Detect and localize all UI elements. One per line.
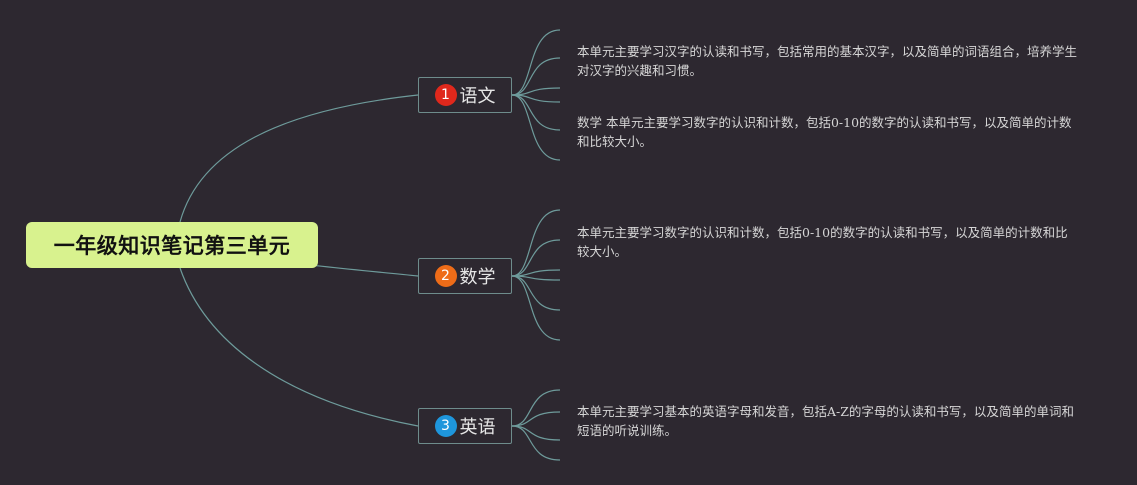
topic-node-math[interactable]: 2 数学	[418, 258, 512, 294]
badge-number: 3	[441, 418, 450, 434]
link-root-chinese	[179, 94, 419, 223]
math-branch-4	[511, 275, 561, 281]
note-math-1[interactable]: 本单元主要学习数字的认识和计数，包括0-10的数字的认读和书写，以及简单的计数和…	[577, 225, 1068, 259]
chinese-branch-6	[511, 94, 561, 161]
topic-label: 数学	[459, 267, 496, 288]
badge-number: 2	[441, 268, 450, 284]
english-branch-2	[511, 411, 561, 427]
chinese-branch-2	[511, 57, 561, 96]
topic-label: 英语	[459, 417, 496, 438]
math-branch-6	[511, 275, 561, 341]
chinese-branch-1	[511, 29, 561, 96]
number-badge-icon: 3	[434, 415, 457, 437]
badge-number: 1	[441, 87, 450, 103]
topic-node-chinese[interactable]: 1 语文	[418, 77, 512, 113]
root-node[interactable]: 一年级知识笔记第三单元	[26, 222, 318, 268]
number-badge-icon: 2	[434, 265, 457, 287]
note-english-1[interactable]: 本单元主要学习基本的英语字母和发音，包括A-Z的字母的认读和书写，以及简单的单词…	[577, 404, 1074, 438]
english-branch-4	[511, 425, 561, 461]
topic-label: 语文	[459, 86, 496, 107]
note-chinese-2[interactable]: 数学 本单元主要学习数字的认识和计数，包括0-10的数字的认读和书写，以及简单的…	[577, 115, 1072, 149]
number-badge-icon: 1	[434, 84, 457, 106]
link-root-english	[179, 267, 419, 427]
note-chinese-1[interactable]: 本单元主要学习汉字的认读和书写，包括常用的基本汉字，以及简单的词语组合，培养学生…	[577, 44, 1078, 78]
math-branch-1	[511, 209, 561, 277]
math-branch-5	[511, 275, 561, 311]
math-branch-2	[511, 239, 561, 277]
chinese-branch-5	[511, 94, 561, 131]
topic-node-english[interactable]: 3 英语	[418, 408, 512, 444]
root-label: 一年级知识笔记第三单元	[53, 234, 291, 258]
english-branch-1	[511, 389, 561, 427]
